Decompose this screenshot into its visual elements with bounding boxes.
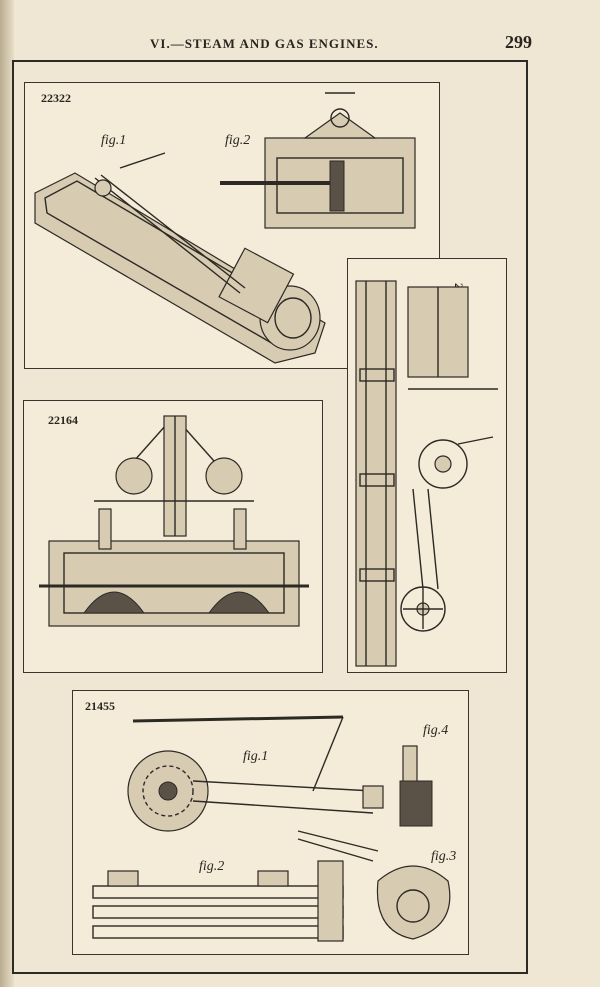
panel-22322: 22322 fig.1 fig.2	[24, 82, 440, 369]
valve-gear-drawing	[92, 715, 451, 942]
figure-label: fig.1	[101, 133, 127, 148]
figure-label: fig.3	[431, 849, 457, 864]
patent-number: 22322	[41, 91, 71, 105]
plate-frame	[12, 60, 528, 974]
patent-number: 22164	[48, 413, 78, 427]
figure-label: fig.1	[243, 749, 269, 764]
panel-22164: 22164	[23, 400, 323, 673]
figure-label: fig.2	[199, 859, 225, 874]
running-head: VI.—STEAM AND GAS ENGINES.	[150, 36, 379, 51]
page-number: 299	[505, 32, 532, 52]
governor-drawing	[39, 415, 309, 627]
page-gutter-shadow	[0, 0, 14, 987]
patent-number: 21455	[85, 699, 115, 713]
figure-label: fig.4	[423, 723, 449, 738]
figure-label: fig.2	[225, 133, 251, 148]
panel-21455: 21455 fig.1 fig.4 fig.2 fig.3	[72, 690, 469, 955]
engine-drawing	[355, 280, 498, 667]
panel-22720: 22720	[347, 258, 507, 673]
engine-drawing	[34, 92, 416, 364]
